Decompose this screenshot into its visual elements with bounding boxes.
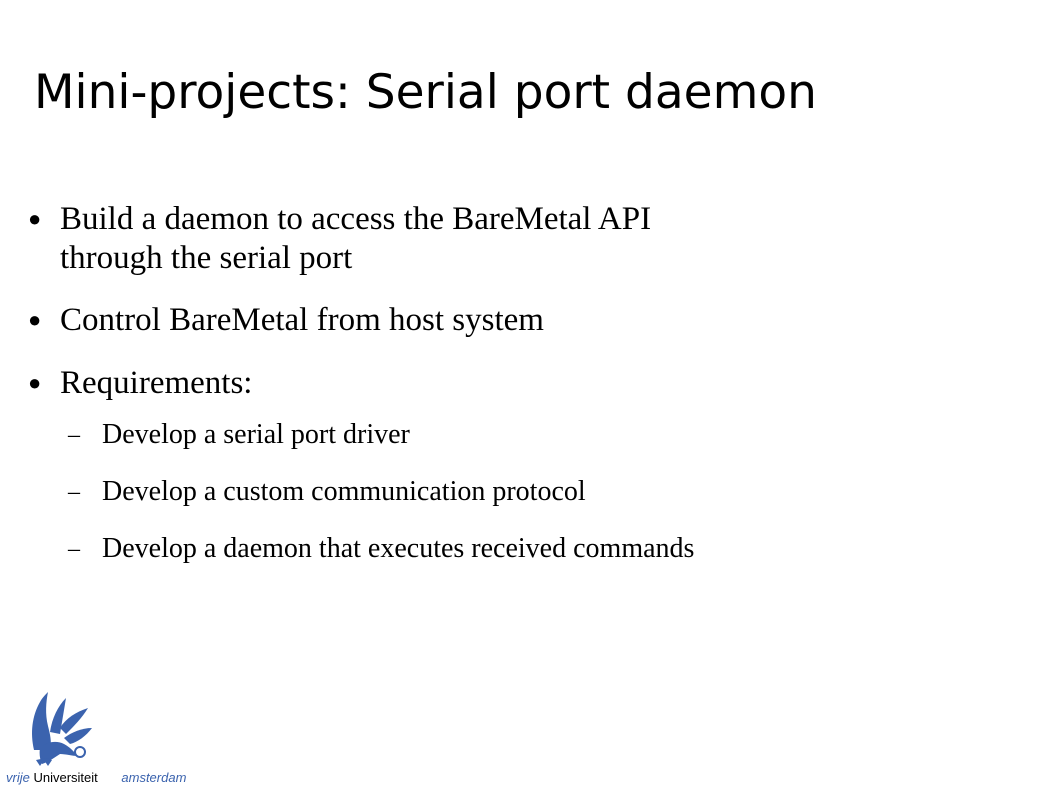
- sub-bullet-item: – Develop a serial port driver: [28, 418, 1028, 452]
- bullet-item: ● Control BareMetal from host system: [28, 301, 1028, 340]
- footer-university-name: vrije Universiteit amsterdam: [6, 770, 186, 785]
- sub-bullet-item: – Develop a daemon that executes receive…: [28, 532, 1028, 566]
- slide-title: Mini-projects: Serial port daemon: [34, 65, 817, 120]
- sub-bullet-marker: –: [68, 535, 80, 562]
- bullet-text: through the serial port: [60, 239, 353, 276]
- sub-bullet-text: Develop a daemon that executes received …: [102, 532, 695, 564]
- bullet-marker: ●: [28, 307, 42, 333]
- bullet-item: ● Requirements:: [28, 364, 1028, 403]
- bullet-text: Build a daemon to access the BareMetal A…: [60, 201, 652, 237]
- footer-amsterdam: amsterdam: [121, 770, 187, 785]
- footer-universiteit: Universiteit: [33, 770, 98, 785]
- footer-vrije: vrije: [6, 770, 30, 785]
- sub-bullet-text: Develop a serial port driver: [102, 419, 410, 451]
- sub-bullet-marker: –: [68, 479, 80, 506]
- bullet-marker: ●: [28, 369, 42, 395]
- griffin-logo-icon: [32, 692, 92, 766]
- bullet-text: Requirements:: [60, 364, 253, 401]
- bullet-list: ● Build a daemon to access the BareMetal…: [28, 200, 1028, 588]
- bullet-marker: ●: [28, 206, 42, 231]
- sub-bullet-marker: –: [68, 422, 80, 449]
- sub-bullet-list: – Develop a serial port driver – Develop…: [28, 418, 1028, 565]
- bullet-item: ● Build a daemon to access the BareMetal…: [28, 200, 1028, 277]
- sub-bullet-text: Develop a custom communication protocol: [102, 476, 586, 508]
- sub-bullet-item: – Develop a custom communication protoco…: [28, 475, 1028, 509]
- bullet-text: Control BareMetal from host system: [60, 302, 544, 339]
